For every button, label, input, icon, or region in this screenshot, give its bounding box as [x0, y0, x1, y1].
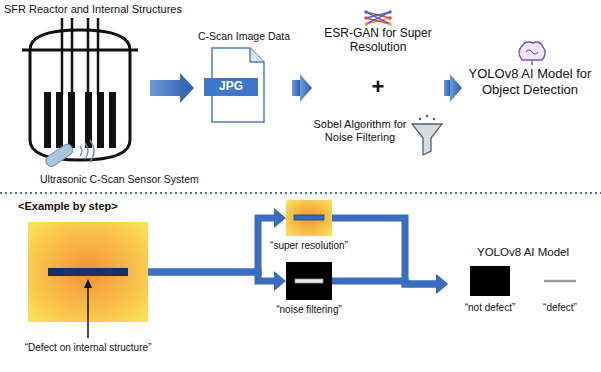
flow-arrow [148, 208, 286, 272]
yolo-result-node: YOLOv8 AI Model“not defect”“defect” [448, 246, 598, 322]
super-resolution-bar [294, 215, 324, 220]
arrow-shaft [148, 272, 274, 281]
arrow-shaft [332, 281, 436, 284]
arrow-head [450, 74, 462, 102]
arrow-head [300, 74, 312, 102]
preprocessing-group: + ESR-GAN for Super ResolutionSobel Algor… [312, 8, 444, 158]
reactor-illustration [22, 18, 138, 160]
image-data-node: C-Scan Image DataJPG [196, 30, 292, 130]
leader-arrow [84, 279, 92, 338]
result-label: “defect” [522, 302, 598, 314]
arrow-head [274, 208, 286, 228]
defect-line [544, 280, 576, 283]
node-heading: C-Scan Image Data [196, 30, 292, 43]
block-arrow [150, 73, 194, 103]
arrow-head [436, 274, 448, 294]
network-icon [364, 10, 392, 26]
noise-filtering-node: “noise filtering” [286, 262, 332, 300]
noise-filtered-bar [295, 279, 323, 283]
defect-bar [48, 268, 128, 276]
flow-arrow [332, 218, 448, 294]
node-text: YOLOv8 AI Model for Object Detection [466, 66, 594, 97]
dotted-separator [0, 192, 601, 194]
arrow-head [436, 274, 448, 294]
c-scan-image-node: “Defect on internal structure” [28, 222, 148, 322]
brain-icon [519, 42, 545, 65]
arrow-shaft [444, 80, 451, 96]
arrow-head [274, 271, 286, 291]
yolo-node: YOLOv8 AI Model for Object Detection [462, 40, 598, 102]
plus-sign: + [312, 74, 444, 100]
flow-arrow [292, 74, 312, 102]
sobel-node: Sobel Algorithm for Noise Filtering [312, 118, 444, 160]
node-text: ESR-GAN for Super Resolution [318, 26, 438, 55]
node-text: Sobel Algorithm for Noise Filtering [312, 118, 408, 144]
callout-text: “Defect on internal structure” [3, 342, 173, 354]
jpg-file-icon [204, 48, 264, 122]
arrow-shaft [148, 218, 274, 272]
defect-node: “defect” [540, 266, 580, 296]
funnel-icon [412, 115, 442, 155]
not-defect-node: “not defect” [470, 266, 510, 296]
result-label: “not defect” [452, 302, 528, 314]
super-resolution-image [286, 200, 332, 236]
section-heading: <Example by step> [18, 200, 158, 213]
super-resolution-node: “super resolution” [286, 200, 332, 236]
sensor-label: Ultrasonic C-Scan Sensor System [40, 173, 215, 186]
figure-label: SFR Reactor and Internal Structures [4, 3, 214, 16]
arrow-shaft [292, 80, 301, 96]
esrgan-node: ESR-GAN for Super Resolution [318, 8, 438, 58]
ultrasonic-probe [44, 140, 94, 169]
noise-filtered-image [286, 262, 332, 300]
not-defect-image [470, 266, 510, 296]
flow-arrow [148, 271, 286, 291]
file-type-text: JPG [204, 79, 258, 93]
step-label: “super resolution” [254, 240, 364, 252]
flow-arrow [444, 74, 462, 102]
step-label: “noise filtering” [254, 304, 364, 316]
flow-arrow [332, 274, 448, 294]
node-heading: YOLOv8 AI Model [448, 246, 598, 260]
